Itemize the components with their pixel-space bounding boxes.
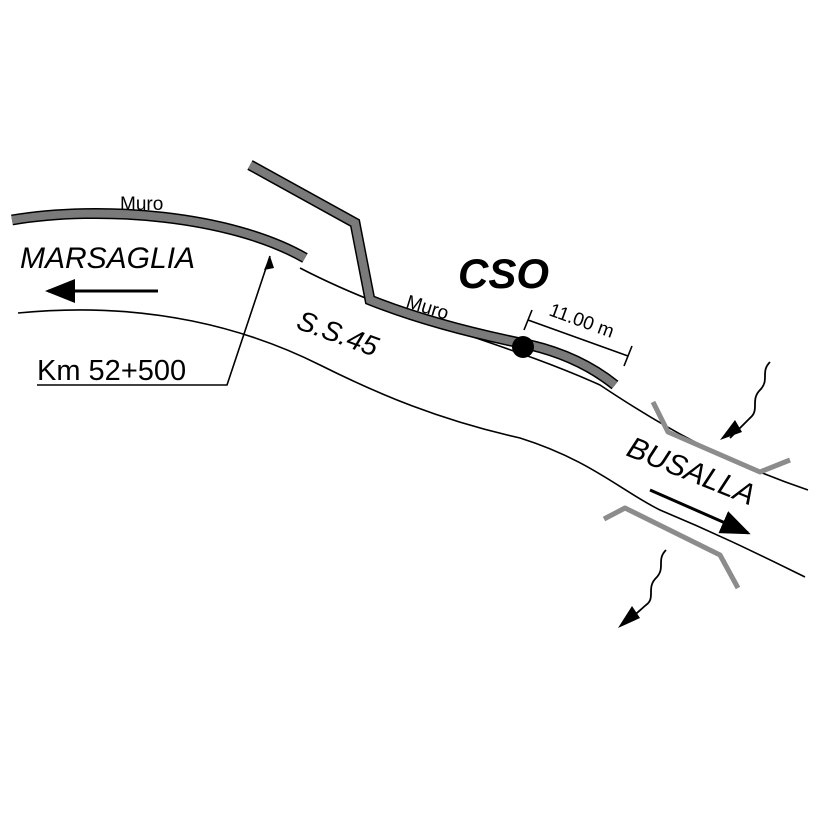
label-cso: CSO	[458, 250, 549, 297]
km-leader-line	[37, 255, 271, 386]
stream-arrow-lower-head	[618, 606, 640, 628]
stream-arrow-upper-head	[720, 420, 742, 440]
label-marsaglia: MARSAGLIA	[20, 242, 195, 275]
arrow-busalla	[649, 488, 751, 535]
dimension-line	[527, 319, 629, 357]
label-muro-top: Muro	[120, 194, 163, 215]
road-lower-edge	[17, 309, 806, 578]
cso-point	[512, 336, 534, 358]
dimension-tick-left	[523, 309, 533, 331]
bridge-rail-upper	[650, 400, 791, 475]
bridge-rail-lower	[602, 505, 741, 590]
label-distance: 11.00 m	[546, 300, 616, 343]
stream-arrow-upper	[729, 361, 771, 439]
dimension-tick-right	[623, 345, 633, 367]
label-km: Km 52+500	[37, 355, 186, 387]
label-road: S.S.45	[293, 305, 383, 363]
km-leader-arrowhead	[264, 256, 274, 270]
